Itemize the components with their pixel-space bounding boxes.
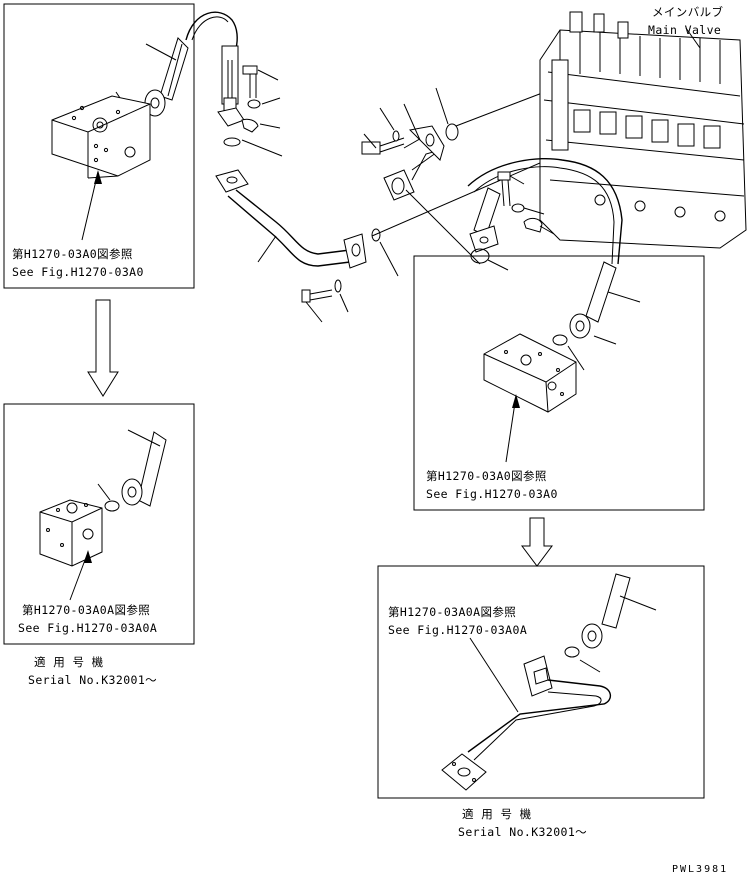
main-valve: メインバルブ Main Valve bbox=[539, 5, 747, 249]
serial-jp-right: 適 用 号 機 bbox=[462, 807, 532, 821]
ref-en: See Fig.H1270-03A0A bbox=[388, 623, 527, 637]
hose-assembly-right bbox=[467, 157, 623, 271]
serial-en-right: Serial No.K32001〜 bbox=[458, 825, 587, 839]
down-arrow-icon bbox=[87, 299, 119, 397]
main-valve-label-en: Main Valve bbox=[648, 23, 721, 37]
ref-en: See Fig.H1270-03A0 bbox=[12, 265, 144, 279]
ref-jp: 第H1270-03A0A図参照 bbox=[22, 603, 150, 617]
ref-en: See Fig.H1270-03A0A bbox=[18, 621, 157, 635]
tube-assembly bbox=[215, 169, 399, 323]
detail-box-top-left: 第H1270-03A0図参照 See Fig.H1270-03A0 bbox=[3, 3, 195, 289]
drawing-code: PWL3981 bbox=[672, 864, 728, 875]
down-arrow-icon bbox=[521, 517, 553, 567]
detail-box-mid-left: 第H1270-03A0A図参照 See Fig.H1270-03A0A bbox=[3, 403, 195, 645]
ref-jp: 第H1270-03A0A図参照 bbox=[388, 605, 516, 619]
flange-pipe-center bbox=[361, 87, 557, 265]
detail-box-mid-right: 第H1270-03A0図参照 See Fig.H1270-03A0 bbox=[413, 255, 705, 511]
ref-jp: 第H1270-03A0図参照 bbox=[12, 247, 133, 261]
serial-jp-left: 適 用 号 機 bbox=[34, 655, 104, 669]
serial-en-left: Serial No.K32001〜 bbox=[28, 673, 157, 687]
main-valve-label-jp: メインバルブ bbox=[652, 5, 723, 19]
detail-box-bottom-right: 第H1270-03A0A図参照 See Fig.H1270-03A0A bbox=[377, 565, 705, 799]
ref-jp: 第H1270-03A0図参照 bbox=[426, 469, 547, 483]
ref-en: See Fig.H1270-03A0 bbox=[426, 487, 558, 501]
hose-assembly-top bbox=[185, 11, 283, 157]
